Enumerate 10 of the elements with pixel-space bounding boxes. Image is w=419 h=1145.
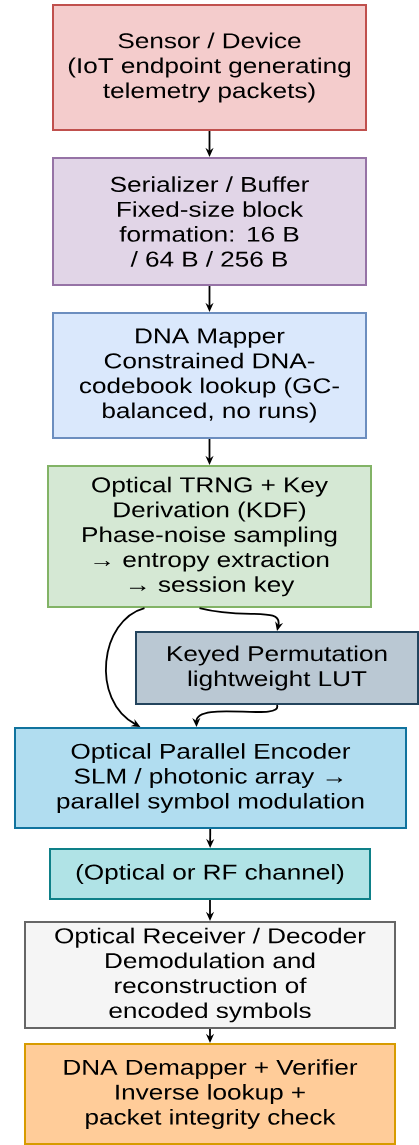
process-box: Serializer / Buffer Fixed-size block formation: 16 B / 64 B / 256 B — [52, 157, 367, 286]
process-box: Optical Receiver / Decoder Demodulation and reconstruction of encoded symbols — [24, 921, 396, 1029]
process-box: DNA Mapper Constrained DNA-codebook lookup (GC-balanced, no runs) — [52, 312, 367, 439]
process-box: Optical TRNG + Key Derivation (KDF) Phase-noise sampling → entropy extraction → session key — [47, 465, 372, 608]
arrow — [105, 607, 146, 727]
process-box: Sensor / Device (IoT endpoint generating telemetry packets) — [52, 4, 367, 131]
process-box: DNA Demapper + Verifier Inverse lookup + packet integrity check — [24, 1043, 396, 1145]
process-box: Optical Parallel Encoder SLM / photonic array → parallel symbol modulation — [14, 727, 407, 829]
process-box: Keyed Permutation lightweight LUT — [135, 631, 419, 705]
process-box: (Optical or RF channel) — [49, 848, 371, 900]
